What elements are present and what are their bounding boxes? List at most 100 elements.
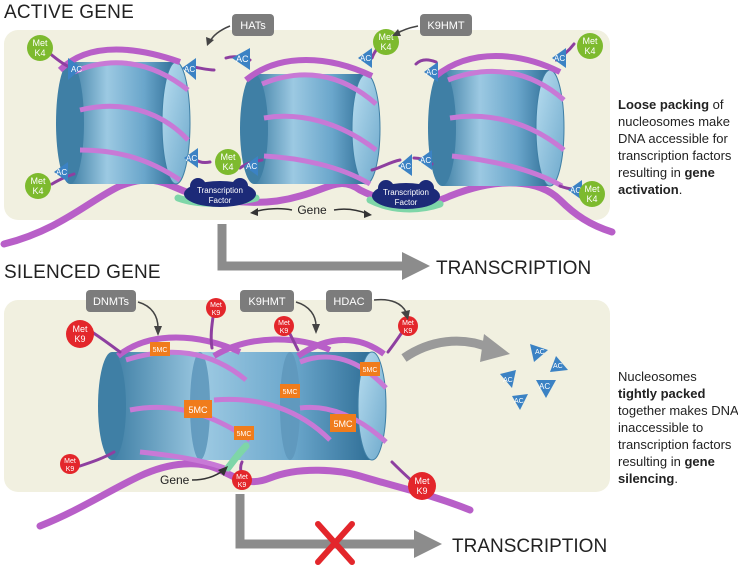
- active-nucleosome-2: [240, 57, 381, 187]
- silenced-gene-region: [224, 442, 250, 472]
- svg-text:AC: AC: [246, 162, 257, 171]
- svg-text:Met: Met: [378, 32, 394, 42]
- silenced-gene-label: Gene: [160, 466, 228, 487]
- five-mc-mark: 5MC: [184, 400, 212, 418]
- svg-text:AC: AC: [426, 68, 437, 77]
- acetyl-mark: AC: [568, 180, 582, 200]
- acetyl-mark: AC: [232, 48, 250, 70]
- svg-text:K9HMT: K9HMT: [248, 296, 286, 308]
- silenced-note-text-1: together makes DNA inaccessible to trans…: [618, 403, 738, 469]
- svg-text:K9: K9: [212, 310, 221, 317]
- svg-text:Gene: Gene: [297, 203, 327, 217]
- label-dnmts: DNMTs: [86, 290, 162, 336]
- active-acetyl-marks: AC AC AC AC AC AC AC AC AC AC AC AC: [54, 48, 582, 200]
- acetyl-mark: AC: [552, 48, 566, 68]
- svg-text:K9: K9: [66, 466, 75, 473]
- svg-text:Met: Met: [210, 302, 222, 309]
- svg-text:AC: AC: [570, 186, 581, 195]
- svg-text:5MC: 5MC: [153, 347, 168, 354]
- active-gene-label: Gene: [250, 203, 372, 218]
- svg-text:5MC: 5MC: [188, 405, 208, 415]
- acetyl-mark: AC: [536, 380, 556, 398]
- active-gene-title: ACTIVE GENE: [4, 2, 134, 23]
- active-note-text-1: of nucleosomes make DNA accessible for t…: [618, 97, 732, 180]
- active-nucleosome-3: [428, 53, 566, 189]
- acetyl-mark: AC: [184, 148, 198, 168]
- svg-text:Factor: Factor: [395, 198, 418, 207]
- silenced-note-bold-1: tightly packed: [618, 386, 706, 401]
- acetyl-mark: AC: [68, 58, 82, 80]
- label-hats: HATs: [206, 14, 274, 46]
- silenced-note-text-0: Nucleosomes: [618, 369, 697, 384]
- svg-text:K4: K4: [380, 42, 391, 52]
- svg-text:Met: Met: [278, 320, 290, 327]
- svg-text:K9HMT: K9HMT: [427, 20, 465, 32]
- svg-text:K4: K4: [586, 194, 597, 204]
- svg-text:Met: Met: [584, 184, 600, 194]
- svg-text:Met: Met: [236, 474, 248, 481]
- five-mc-mark: 5MC: [360, 362, 380, 376]
- acetyl-mark: AC: [54, 162, 68, 182]
- acetyl-mark: AC: [424, 62, 438, 82]
- svg-text:AC: AC: [71, 65, 82, 74]
- released-acetyl-groups: AC AC AC AC AC: [500, 344, 568, 410]
- silenced-arrow-head: [414, 530, 442, 558]
- active-transcription-label: TRANSCRIPTION: [436, 258, 591, 279]
- svg-text:K4: K4: [584, 46, 595, 56]
- svg-text:Transcription: Transcription: [383, 188, 429, 197]
- svg-text:Met: Met: [414, 476, 430, 486]
- acetyl-mark: AC: [398, 154, 412, 176]
- svg-text:AC: AC: [539, 382, 550, 391]
- active-note-bold-1: Loose packing: [618, 97, 710, 112]
- svg-text:5MC: 5MC: [283, 389, 298, 396]
- silenced-side-note: Nucleosomes tightly packed together make…: [618, 368, 738, 487]
- label-hdac: HDAC: [326, 290, 410, 320]
- active-note-bold-2: gene activation: [618, 165, 715, 197]
- active-arrow-head: [402, 252, 430, 280]
- svg-text:K9: K9: [280, 328, 289, 335]
- svg-text:DNMTs: DNMTs: [93, 296, 130, 308]
- five-mc-mark: 5MC: [330, 414, 356, 432]
- svg-text:AC: AC: [236, 54, 249, 64]
- svg-text:AC: AC: [400, 162, 411, 171]
- acetyl-mark: AC: [244, 156, 258, 176]
- active-dna-strand: [0, 176, 616, 248]
- acetyl-mark: AC: [500, 370, 516, 388]
- active-transcription-arrow: [217, 224, 404, 271]
- svg-text:Met: Met: [32, 38, 48, 48]
- active-nucleosome-1: [56, 46, 191, 185]
- svg-text:5MC: 5MC: [237, 431, 252, 438]
- active-note-text-2: .: [678, 182, 683, 197]
- silenced-transcription-label: TRANSCRIPTION: [452, 536, 607, 557]
- acetyl-mark: AC: [530, 344, 548, 362]
- svg-text:Factor: Factor: [209, 196, 232, 205]
- svg-text:AC: AC: [514, 398, 524, 405]
- svg-text:K4: K4: [34, 48, 45, 58]
- acetyl-mark: AC: [182, 58, 196, 80]
- svg-text:Gene: Gene: [160, 473, 190, 487]
- acetyl-mark: AC: [418, 150, 432, 170]
- acetyl-release-arrow: [401, 336, 492, 362]
- svg-text:AC: AC: [535, 349, 545, 356]
- active-side-note: Loose packing of nucleosomes make DNA ac…: [618, 96, 738, 198]
- label-k9hmt-active: K9HMT: [392, 14, 472, 36]
- svg-text:K4: K4: [222, 162, 233, 172]
- svg-text:K4: K4: [32, 186, 43, 196]
- transcription-factor-2: Transcription Factor: [372, 180, 440, 209]
- five-mc-mark: 5MC: [150, 342, 170, 356]
- svg-text:AC: AC: [503, 377, 513, 384]
